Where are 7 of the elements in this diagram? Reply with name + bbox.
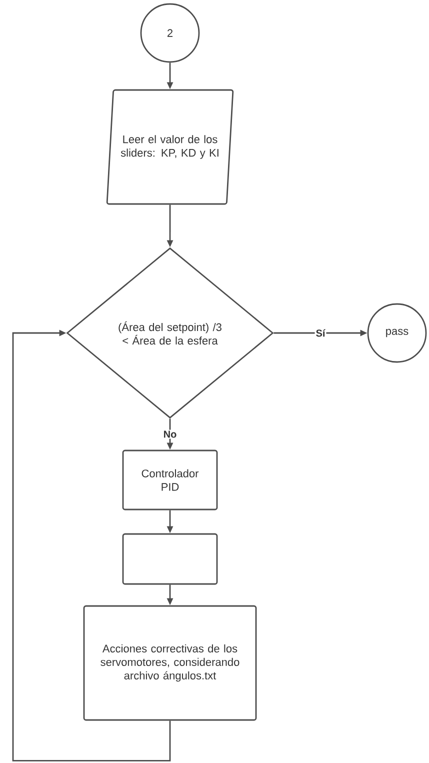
input-parallelogram: Leer el valor de los sliders: KP, KD y KI	[106, 89, 234, 205]
arrow	[12, 330, 171, 762]
process-box	[122, 533, 218, 585]
process-box: Acciones correctivas de los servomotores, considerando archivo ángulos.txt	[83, 605, 257, 721]
process-box: Controlador PID	[122, 450, 218, 510]
edge-label: Sí	[316, 329, 326, 337]
edge-label: No	[164, 430, 176, 438]
